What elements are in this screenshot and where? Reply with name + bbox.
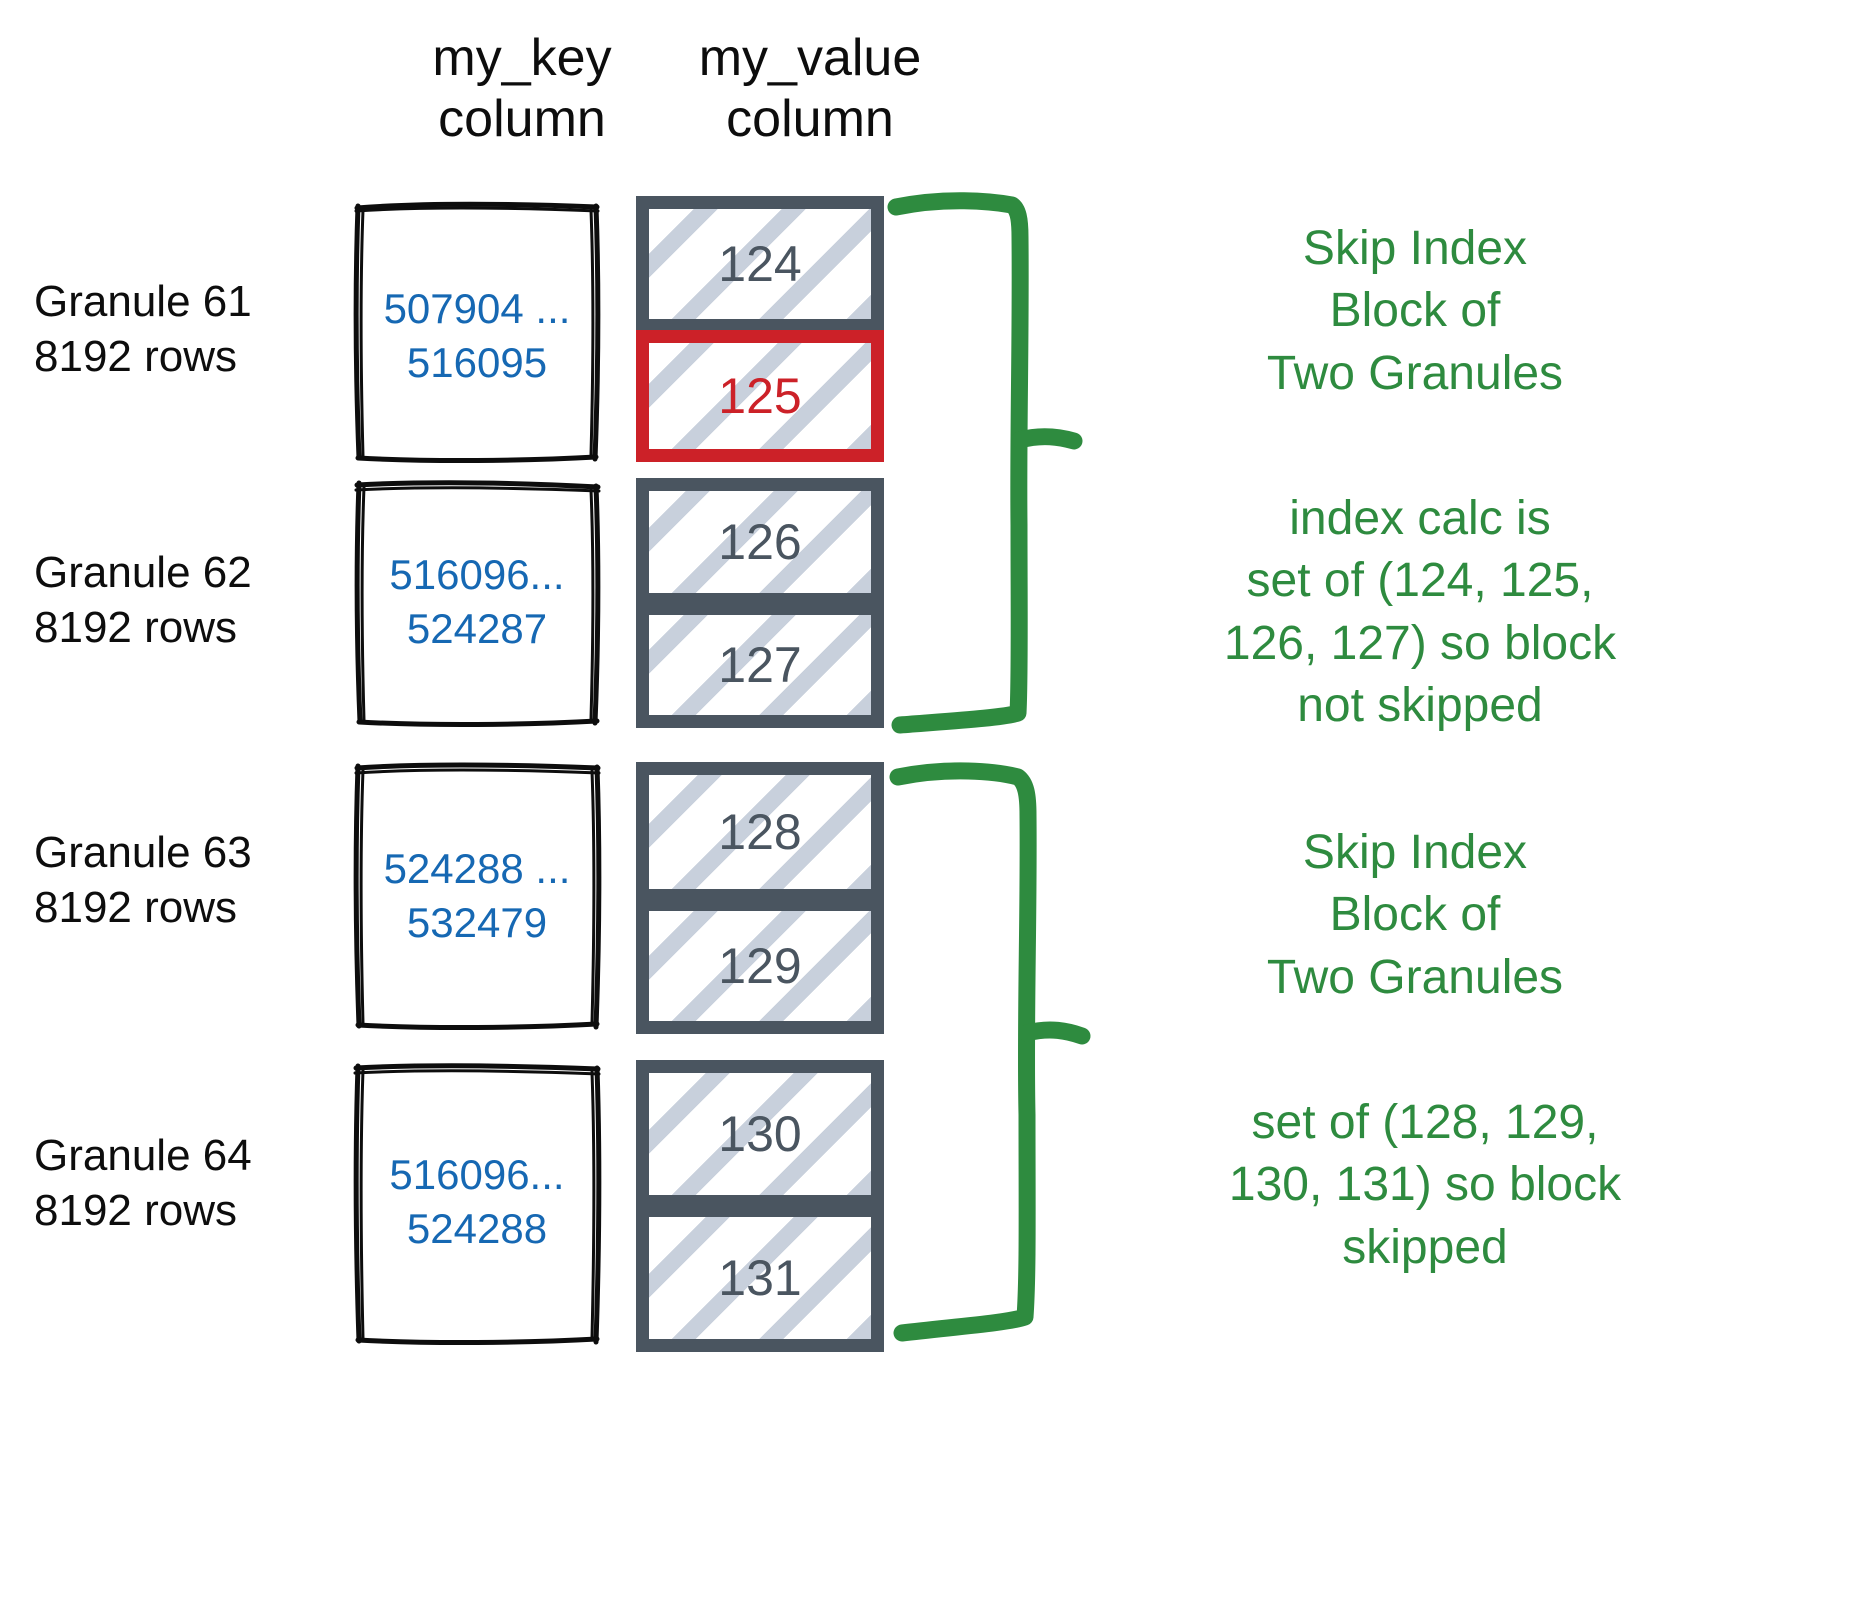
granule-label-64: Granule 64 8192 rows [34,1131,252,1236]
value-cell-127: 127 [636,602,884,728]
value-number: 127 [718,637,802,693]
key-box-granule-61: 507904 ... 516095 [352,200,602,464]
value-number: 126 [718,514,802,570]
sketch-rectangle-icon [354,480,601,728]
key-range-text: 516096... 524287 [389,551,565,652]
key-range-text: 507904 ... 516095 [383,285,571,386]
value-cell-124: 124 [636,196,884,332]
value-number: 125 [718,368,802,424]
sketch-rectangle-icon [353,1063,602,1346]
sketch-rectangle-icon [353,201,601,464]
column-header-my-key: my_key column [432,29,612,149]
granule-label-62: Granule 62 8192 rows [34,548,252,653]
value-number: 130 [718,1106,802,1162]
annotation-skip-index-block-lower: Skip Index Block of Two Granules [1266,826,1564,1004]
value-cell-129: 129 [636,898,884,1034]
annotation-set-skipped: set of (128, 129, 130, 131) so block ski… [1228,1096,1622,1274]
value-cell-130: 130 [636,1060,884,1208]
granule-label-63: Granule 63 8192 rows [34,828,252,933]
value-cell-131: 131 [636,1204,884,1352]
skip-index-bracket-lower [889,762,1091,1342]
value-cell-126: 126 [636,478,884,606]
key-range-text: 524288 ... 532479 [383,845,571,946]
annotation-skip-index-block-upper: Skip Index Block of Two Granules [1266,222,1564,400]
key-box-granule-64: 516096... 524288 [352,1060,602,1346]
granule-label-61: Granule 61 8192 rows [34,277,252,382]
key-range-text: 516096... 524288 [389,1151,565,1252]
value-number: 129 [718,938,802,994]
skip-index-bracket-upper [887,192,1083,734]
value-number: 124 [718,236,802,292]
value-cell-128: 128 [636,762,884,902]
annotation-index-calc-not-skipped: index calc is set of (124, 125, 126, 127… [1223,492,1617,733]
column-header-my-value: my_value column [698,29,922,149]
sketch-rectangle-icon [353,762,602,1031]
key-box-granule-62: 516096... 524287 [352,478,602,728]
value-number: 128 [718,804,802,860]
value-number: 131 [718,1250,802,1306]
value-cell-125-highlighted: 125 [636,330,884,462]
key-box-granule-63: 524288 ... 532479 [352,760,602,1031]
